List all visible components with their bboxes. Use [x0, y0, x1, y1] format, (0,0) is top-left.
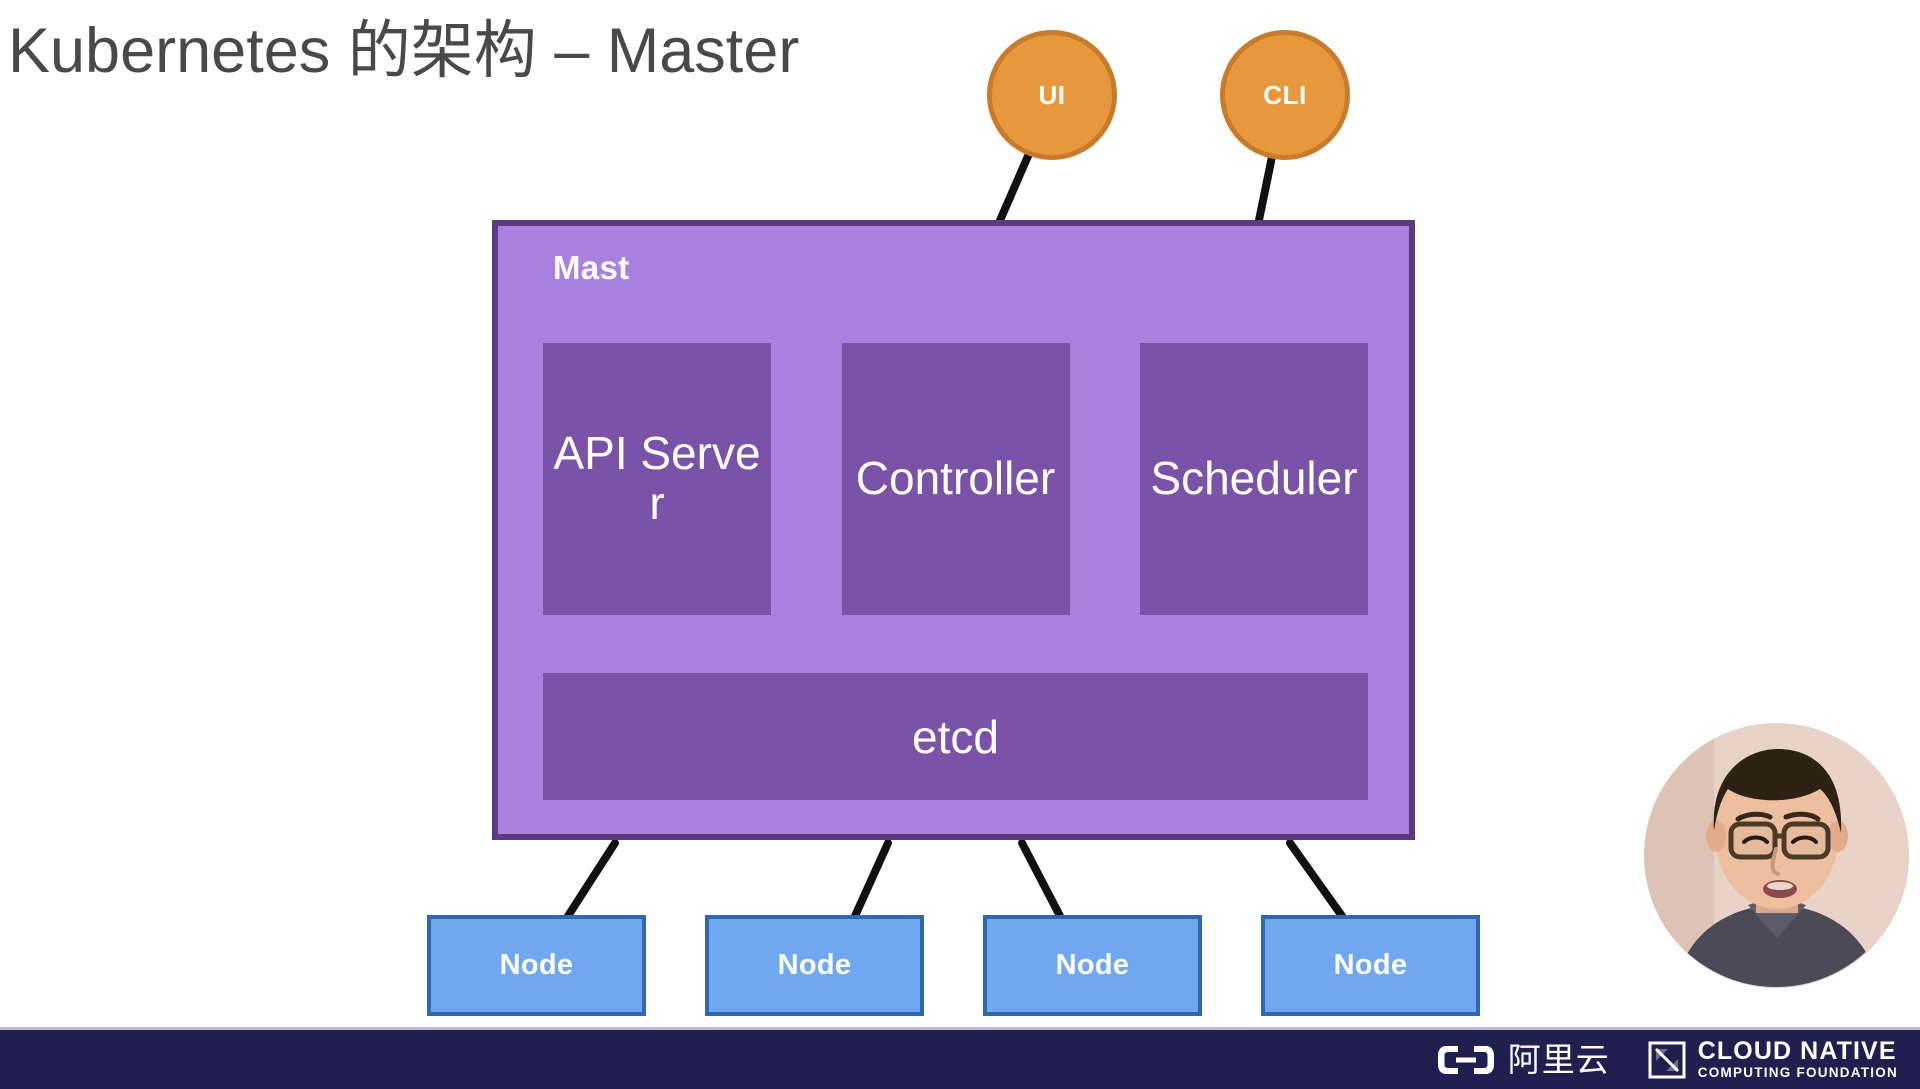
node-box-0-label: Node [499, 949, 574, 981]
master-component-row: API Server Controller Scheduler [543, 343, 1368, 615]
connector-master-node-3 [1286, 839, 1346, 920]
node-box-1[interactable]: Node [705, 915, 924, 1016]
brand-cncf-line1: CLOUD NATIVE [1697, 1037, 1897, 1066]
brand-cncf-text: CLOUD NATIVE COMPUTING FOUNDATION [1698, 1039, 1898, 1080]
component-api-server-label: API Server [553, 427, 761, 529]
component-scheduler-label: Scheduler [1150, 452, 1358, 505]
brand-cncf-line2: COMPUTING FOUNDATION [1697, 1065, 1898, 1081]
brand-aliyun: 阿里云 [1436, 1043, 1610, 1077]
connector-master-node-2 [1018, 839, 1064, 920]
aliyun-logo-icon [1437, 1045, 1494, 1074]
cncf-logo-icon [1648, 1041, 1686, 1078]
connector-master-node-1 [851, 839, 892, 920]
client-node-cli-label: CLI [1263, 79, 1307, 110]
node-box-3[interactable]: Node [1261, 915, 1480, 1016]
master-box[interactable]: Mast API Server Controller Scheduler etc… [492, 220, 1415, 840]
node-box-3-label: Node [1333, 949, 1408, 981]
client-node-ui[interactable]: UI [987, 30, 1117, 160]
node-box-2-label: Node [1055, 949, 1130, 981]
client-node-cli[interactable]: CLI [1220, 30, 1350, 160]
node-box-2[interactable]: Node [983, 915, 1202, 1016]
component-etcd-label: etcd [912, 710, 999, 763]
connector-master-node-0 [564, 839, 619, 920]
component-scheduler[interactable]: Scheduler [1140, 343, 1368, 615]
component-api-server[interactable]: API Server [543, 343, 771, 615]
master-box-label: Mast [553, 249, 630, 286]
brand-aliyun-label: 阿里云 [1507, 1041, 1610, 1078]
page-title: Kubernetes 的架构 – Master [8, 16, 800, 86]
node-box-0[interactable]: Node [427, 915, 646, 1016]
node-box-1-label: Node [777, 949, 852, 981]
presenter-avatar-icon [1644, 723, 1908, 987]
footer-bar: 阿里云 CLOUD NATIVE COMPUTING FOUNDATION [0, 1027, 1920, 1089]
component-controller[interactable]: Controller [841, 343, 1070, 615]
client-node-ui-label: UI [1038, 79, 1066, 110]
component-etcd[interactable]: etcd [543, 673, 1368, 800]
brand-cncf: CLOUD NATIVE COMPUTING FOUNDATION [1648, 1039, 1898, 1080]
presenter-video-overlay[interactable] [1644, 723, 1909, 988]
component-controller-label: Controller [855, 452, 1056, 505]
